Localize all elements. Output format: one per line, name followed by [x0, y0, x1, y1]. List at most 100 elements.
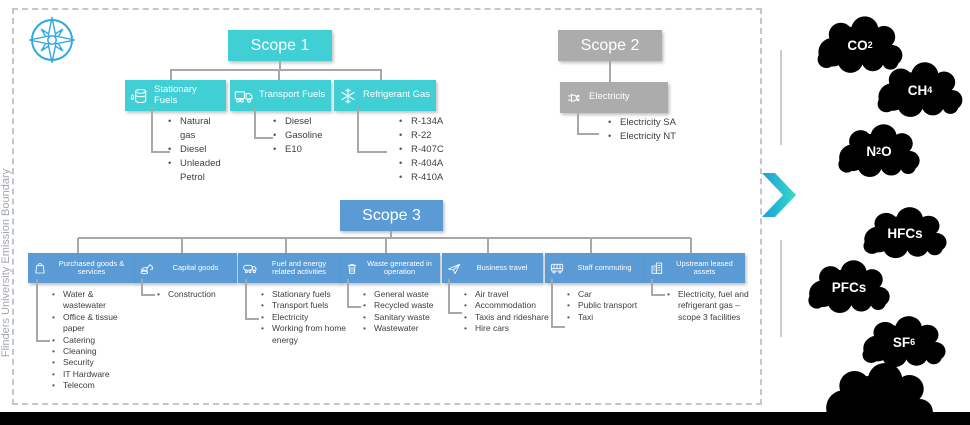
list-item: R-407C	[399, 143, 471, 157]
list-item: R-22	[399, 129, 471, 143]
scope1-refrigerant-gas-list: R-134A R-22 R-407C R-404A R-410A	[399, 115, 471, 185]
list-item: Stationary fuels	[261, 289, 350, 301]
fuel-drum-icon	[130, 88, 147, 103]
snowflake-icon	[341, 87, 355, 104]
scope1-category-stationary-fuels: Stationary Fuels	[125, 80, 226, 111]
list-item: Accommodation	[464, 300, 555, 312]
connector-line	[279, 61, 281, 70]
divider-line-bottom	[780, 240, 782, 337]
list-item: Car	[567, 289, 658, 301]
connector-elbow	[347, 279, 361, 308]
buildings-icon	[651, 262, 663, 274]
scope3-waste-list: General waste Recycled waste Sanitary wa…	[363, 289, 456, 335]
list-item: Electricity, fuel and refrigerant gas – …	[667, 289, 758, 323]
connector-line	[181, 238, 183, 253]
category-label: Business travel	[476, 262, 528, 272]
connector-elbow	[577, 109, 599, 135]
category-label: Purchased goods & services	[58, 258, 125, 276]
scope2-electricity-list: Electricity SA Electricity NT	[608, 116, 703, 144]
connector-elbow	[245, 279, 259, 320]
scope3-category-upstream-leased: Upstream leased assets	[645, 253, 745, 283]
category-label: Waste generated in operation	[367, 258, 432, 276]
scope3-upstream-leased-list: Electricity, fuel and refrigerant gas – …	[667, 289, 758, 323]
list-item: R-404A	[399, 157, 471, 171]
list-item: Working from home energy	[261, 323, 350, 346]
connector-line	[390, 231, 392, 238]
list-item: Recycled waste	[363, 300, 456, 312]
connector-line	[609, 61, 611, 82]
category-label: Transport Fuels	[259, 89, 326, 101]
list-item: Natural gas	[168, 115, 228, 143]
list-item: Gasoline	[273, 129, 345, 143]
connector-elbow	[141, 279, 155, 296]
airplane-icon	[447, 263, 461, 275]
connector-line	[77, 238, 79, 253]
connector-elbow	[254, 107, 273, 139]
category-label: Refrigerant Gas	[363, 89, 431, 101]
list-item: Air travel	[464, 289, 555, 301]
scope3-box: Scope 3	[340, 200, 443, 231]
list-item: Sanitary waste	[363, 312, 456, 324]
category-label: Upstream leased assets	[676, 258, 733, 276]
connector-line	[170, 69, 382, 71]
category-label: Capital goods	[172, 262, 219, 272]
gas-cloud-hfcs: HFCs	[858, 205, 952, 261]
list-item: Wastewater	[363, 323, 456, 335]
scope1-category-refrigerant-gas: Refrigerant Gas	[334, 80, 436, 111]
scope3-purchased-goods-list: Water & wastewater Office & tissue paper…	[52, 289, 135, 392]
scope1-stationary-fuels-list: Natural gas Diesel Unleaded Petrol	[168, 115, 228, 185]
excavator-icon	[140, 264, 154, 275]
divider-line-top	[780, 50, 782, 145]
list-item: Transport fuels	[261, 300, 350, 312]
list-item: Taxi	[567, 312, 658, 324]
scope2-category-electricity: Electricity	[560, 82, 668, 113]
list-item: Diesel	[273, 115, 345, 129]
bus-icon	[550, 263, 564, 274]
list-item: Office & tissue paper	[52, 312, 135, 335]
emission-boundary-border	[12, 8, 762, 405]
emission-boundary-label: Flinders University Emission Boundary	[0, 168, 12, 358]
scope3-category-waste: Waste generated in operation	[340, 253, 440, 283]
scope3-category-business-travel: Business travel	[442, 253, 543, 283]
scope3-business-travel-list: Air travel Accommodation Taxis and rides…	[464, 289, 555, 335]
connector-line	[78, 237, 691, 239]
connector-elbow	[151, 107, 170, 153]
scope1-title: Scope 1	[250, 36, 310, 54]
list-item: Public transport	[567, 300, 658, 312]
scope3-category-capital-goods: Capital goods	[135, 253, 237, 283]
list-item: E10	[273, 143, 345, 157]
list-item: Construction	[157, 289, 243, 301]
connector-elbow	[36, 279, 50, 342]
scope2-box: Scope 2	[558, 30, 662, 61]
compass-logo-icon	[28, 16, 76, 64]
connector-elbow	[651, 279, 665, 296]
white-cloud-overlay	[818, 360, 940, 425]
list-item: Catering	[52, 335, 135, 347]
list-item: Electricity SA	[608, 116, 703, 130]
category-label: Staff commuting	[577, 262, 632, 272]
connector-line	[487, 238, 489, 253]
connector-line	[278, 70, 280, 80]
scope3-category-purchased-goods: Purchased goods & services	[28, 253, 136, 283]
category-label: Stationary Fuels	[154, 83, 197, 106]
category-label: Fuel and energy related activities	[271, 258, 327, 276]
scope1-box: Scope 1	[228, 30, 332, 61]
list-item: Hire cars	[464, 323, 555, 335]
chevron-right-icon	[762, 173, 796, 217]
scope1-category-transport-fuels: Transport Fuels	[230, 80, 331, 111]
list-item: Cleaning	[52, 346, 135, 358]
plug-icon	[568, 93, 580, 102]
list-item: R-134A	[399, 115, 471, 129]
gas-label: PFCs	[831, 279, 867, 295]
category-label: Electricity	[589, 91, 630, 103]
scope1-transport-fuels-list: Diesel Gasoline E10	[273, 115, 345, 157]
connector-line	[690, 238, 692, 253]
